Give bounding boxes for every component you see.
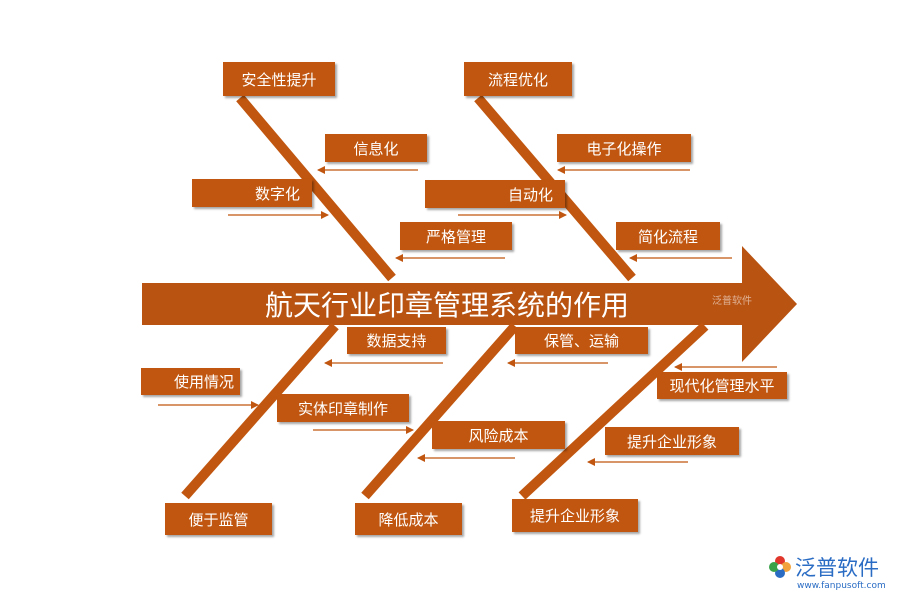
faint-watermark: 泛普软件: [712, 296, 752, 307]
top-branch-head: 流程优化: [464, 62, 572, 96]
bottom-branch-head: 提升企业形象: [512, 499, 638, 532]
cause-box: 提升企业形象: [605, 427, 739, 455]
cause-box: 数字化: [192, 179, 312, 207]
main-spine-arrow: [142, 246, 797, 362]
bottom-branch-head: 降低成本: [355, 503, 462, 535]
cause-box: 简化流程: [616, 222, 720, 250]
cause-box: 使用情况: [141, 368, 240, 395]
top-branch-head: 安全性提升: [223, 62, 335, 96]
flower-logo-icon: [769, 556, 791, 578]
bone-bottom-3: [518, 322, 709, 500]
cause-box: 实体印章制作: [277, 394, 409, 422]
cause-box: 现代化管理水平: [657, 372, 787, 399]
logo-text: 泛普软件: [795, 556, 879, 580]
bone-top-1: [236, 94, 396, 282]
cause-box: 保管、运输: [515, 327, 648, 354]
cause-box: 数据支持: [347, 327, 446, 354]
bottom-branch-head: 便于监管: [165, 503, 272, 535]
cause-box: 自动化: [425, 180, 565, 208]
cause-box: 严格管理: [400, 222, 512, 250]
cause-box: 风险成本: [432, 421, 565, 449]
company-logo: 泛普软件 www.fanpusoft.com: [767, 552, 897, 598]
cause-box: 电子化操作: [557, 134, 691, 162]
bone-bottom-1: [181, 322, 339, 500]
cause-box: 信息化: [325, 134, 427, 162]
logo-url: www.fanpusoft.com: [797, 581, 886, 591]
diagram-title: 航天行业印章管理系统的作用: [264, 289, 629, 322]
bone-bottom-2: [361, 322, 519, 500]
